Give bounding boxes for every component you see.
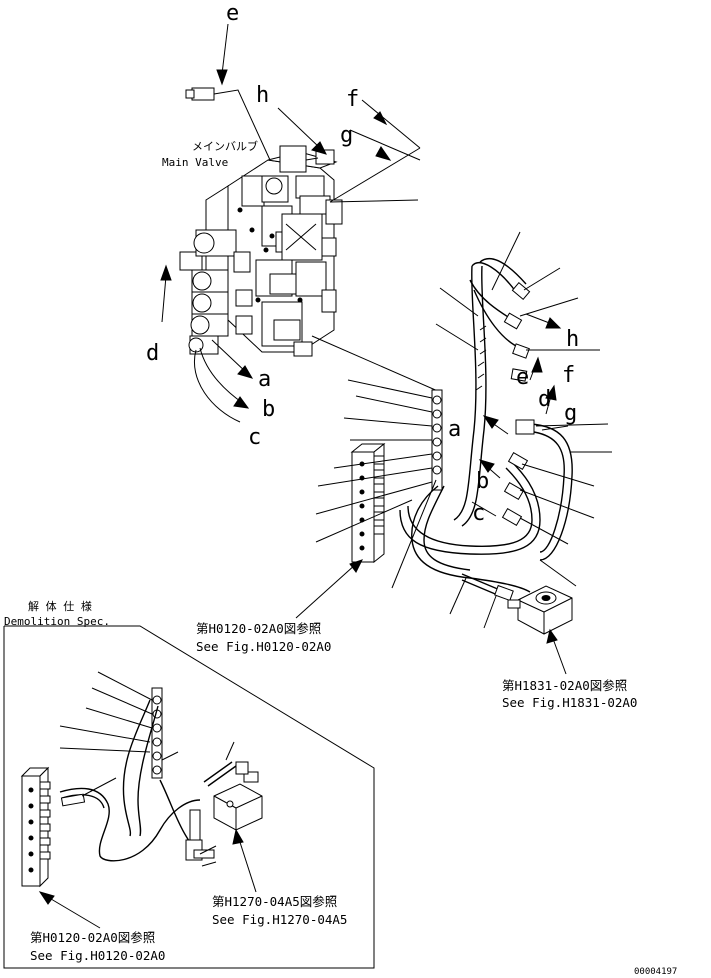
port-letter-c-right: c xyxy=(472,501,485,526)
port-fitting-e xyxy=(185,87,215,101)
port-letter-d-left: d xyxy=(146,341,159,366)
main-valve-label-jp: メインバルブ xyxy=(192,139,258,153)
valve-port-markers xyxy=(160,23,421,423)
port-letter-h-top: h xyxy=(256,83,269,108)
demolition-spec-box xyxy=(3,625,375,969)
valve-leader-lines xyxy=(213,89,441,393)
main-valve-label-en: Main Valve xyxy=(162,156,228,169)
port-letter-f-right: f xyxy=(562,363,575,388)
port-letter-g-top: g xyxy=(340,123,353,148)
port-letter-g-right: g xyxy=(564,401,577,426)
ref-h0120-top-jp: 第H0120-02A0図参照 xyxy=(196,621,321,636)
ref-h1270-en: See Fig.H1270-04A5 xyxy=(212,912,347,927)
ref-h1270-jp: 第H1270-04A5図参照 xyxy=(212,894,337,909)
port-letter-a-left: a xyxy=(258,367,271,392)
demolition-label-jp: 解 体 仕 様 xyxy=(28,599,92,613)
port-letter-b-right: b xyxy=(476,469,489,494)
right-leader-lines xyxy=(295,231,612,675)
ref-h1831-en: See Fig.H1831-02A0 xyxy=(502,695,637,710)
port-letter-c-left: c xyxy=(248,425,261,450)
ref-h0120-top-en: See Fig.H0120-02A0 xyxy=(196,639,331,654)
main-valve-assembly xyxy=(179,87,343,357)
drawing-number: 00004197 xyxy=(634,967,677,977)
port-letter-a-right: a xyxy=(448,417,461,442)
port-letter-e-right: e xyxy=(516,365,529,390)
port-letter-e-top: e xyxy=(226,1,239,26)
port-letter-h-right: h xyxy=(566,327,579,352)
solenoid-block xyxy=(507,585,573,635)
ref-h1831-jp: 第H1831-02A0図参照 xyxy=(502,678,627,693)
ref-h0120-bottom-en: See Fig.H0120-02A0 xyxy=(30,948,165,963)
demolition-label-en: Demolition Spec. xyxy=(4,615,110,628)
ref-h0120-bottom-jp: 第H0120-02A0図参照 xyxy=(30,930,155,945)
port-letter-b-left: b xyxy=(262,397,275,422)
valve-spool-stack xyxy=(179,229,253,355)
demolition-parts xyxy=(20,671,263,929)
port-letter-d-right: d xyxy=(538,387,551,412)
port-letter-f-top: f xyxy=(346,87,359,112)
